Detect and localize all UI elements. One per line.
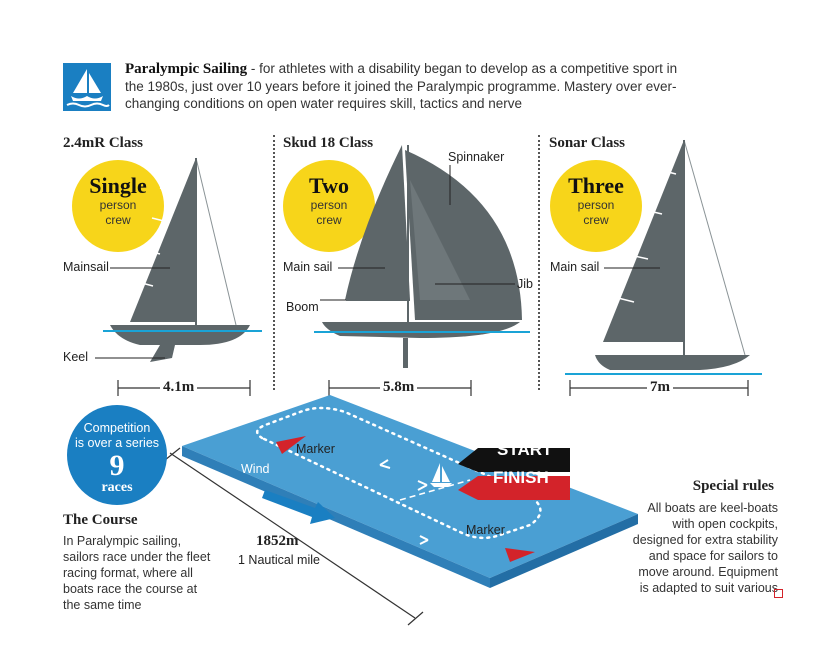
length-sonar: 7m bbox=[647, 379, 673, 396]
start-label: START bbox=[497, 440, 553, 459]
boat-sonar bbox=[565, 139, 762, 375]
boats-illustration bbox=[95, 139, 762, 396]
length-2-4mr: 4.1m bbox=[160, 379, 198, 396]
boat-2-4mr bbox=[103, 157, 262, 362]
crew-count: Three bbox=[568, 173, 624, 198]
intro-body: - for athletes with a disability began t… bbox=[125, 61, 678, 111]
label-spinnaker: Spinnaker bbox=[448, 150, 505, 164]
special-rules-text: All boats are keel-boats with open cockp… bbox=[632, 501, 778, 595]
course-diagram bbox=[164, 395, 638, 626]
label-mainsail: Mainsail bbox=[63, 260, 109, 274]
crew-line1: person bbox=[99, 198, 137, 212]
marker-label-1: Marker bbox=[296, 442, 335, 456]
distance-sub-label: 1 Nautical mile bbox=[238, 553, 320, 567]
paralympic-sailing-logo-icon bbox=[63, 63, 111, 111]
more-icon bbox=[774, 589, 783, 598]
special-rules-title: Special rules bbox=[692, 478, 774, 494]
crew-line1: person bbox=[577, 198, 615, 212]
competition-unit: races bbox=[101, 480, 133, 495]
course-text: In Paralympic sailing, sailors race unde… bbox=[63, 534, 211, 612]
crew-count: Two bbox=[309, 173, 349, 198]
crew-badge-two: Two person crew bbox=[283, 160, 375, 252]
label-boom: Boom bbox=[286, 300, 319, 314]
label-main-sail: Main sail bbox=[283, 260, 333, 274]
course-title: The Course bbox=[63, 512, 138, 528]
divider-2 bbox=[538, 135, 540, 390]
competition-line1: Competition bbox=[83, 421, 151, 435]
crew-line2: crew bbox=[105, 213, 131, 227]
crew-line2: crew bbox=[316, 213, 342, 227]
label-jib: Jib bbox=[517, 277, 533, 291]
competition-line2: is over a series bbox=[74, 436, 160, 450]
crew-badge-single: Single person crew bbox=[72, 160, 164, 252]
marker-label-2: Marker bbox=[466, 523, 505, 537]
crew-count: Single bbox=[89, 173, 147, 198]
crew-badge-three: Three person crew bbox=[550, 160, 642, 252]
crew-line2: crew bbox=[583, 213, 609, 227]
divider-1 bbox=[273, 135, 275, 390]
crew-line1: person bbox=[310, 198, 348, 212]
class-title-sonar: Sonar Class bbox=[549, 135, 625, 151]
wind-label: Wind bbox=[241, 462, 270, 476]
class-title-skud18: Skud 18 Class bbox=[283, 135, 374, 151]
boat-skud18 bbox=[314, 145, 530, 368]
competition-badge: Competition is over a series 9 races bbox=[67, 405, 167, 505]
distance-label: 1852m bbox=[256, 533, 299, 549]
intro-text: Paralympic Sailing - for athletes with a… bbox=[125, 60, 685, 112]
label-main-sail-sonar: Main sail bbox=[550, 260, 600, 274]
label-keel: Keel bbox=[63, 350, 89, 364]
intro-title: Paralympic Sailing bbox=[125, 61, 248, 77]
class-title-2-4mr: 2.4mR Class bbox=[63, 135, 144, 151]
finish-label: FINISH bbox=[493, 468, 549, 487]
competition-number: 9 bbox=[109, 449, 125, 482]
length-skud18: 5.8m bbox=[380, 379, 418, 396]
